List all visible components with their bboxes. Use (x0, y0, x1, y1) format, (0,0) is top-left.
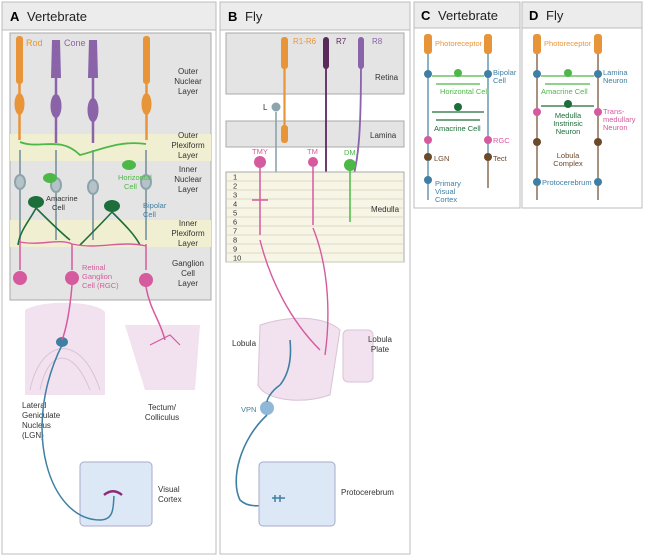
medulla-layer-number: 3 (233, 191, 237, 200)
horizontal-cell (19, 141, 147, 183)
fly-photoreceptors (281, 37, 364, 217)
tmy-label: TMY (252, 147, 268, 156)
d-amacrine-label: Amacrine Cell (541, 87, 588, 96)
medulla-layer-number: 5 (233, 209, 237, 218)
circuit-d (533, 34, 602, 200)
panel-a-letter: A (10, 9, 20, 24)
r1-r6-label: R1-R6 (293, 37, 317, 46)
ganglion-cells (13, 240, 153, 287)
medulla-label: Medulla (371, 205, 400, 214)
panel-d-title: Fly (546, 8, 564, 23)
retina-box (9, 32, 212, 301)
lobula-structure (257, 227, 374, 401)
tectum-structure (125, 286, 200, 390)
medulla-layer-number: 4 (233, 200, 237, 209)
lobula-label: Lobula (232, 339, 257, 348)
protocerebrum-structure (258, 461, 336, 527)
r8-label: R8 (372, 37, 383, 46)
circuit-c (424, 34, 492, 200)
visual-cortex-structure (41, 344, 153, 527)
panel-d-frame (521, 1, 643, 209)
r7-label: R7 (336, 37, 347, 46)
l-label: L (263, 103, 268, 112)
protocerebrum-label: Protocerebrum (341, 488, 394, 497)
c-horizontal-label: Horizontal Cell (440, 87, 489, 96)
tm-label: TM (307, 147, 318, 156)
rod-label: Rod (26, 38, 43, 48)
amacrine-cells (17, 196, 141, 246)
tectum-label: Tectum/Colliculus (145, 403, 179, 422)
panel-c-title: Vertebrate (438, 8, 498, 23)
c-amacrine-label: Amacrine Cell (434, 124, 481, 133)
lamina-label: Lamina (370, 131, 397, 140)
lgn-structure (25, 284, 105, 395)
panel-b-title: Fly (245, 9, 263, 24)
medulla-layer-number: 7 (233, 227, 237, 236)
retina-label: Retina (375, 73, 399, 82)
dm-label: DM (344, 148, 356, 157)
cone-label: Cone (64, 38, 86, 48)
d-photoreceptor-label: Photoreceptor (544, 39, 592, 48)
c-rgc-label: RGC (493, 136, 510, 145)
bipolar-cells (14, 150, 152, 240)
medulla-layer-number: 9 (233, 245, 237, 254)
c-photoreceptor-label: Photoreceptor (435, 39, 483, 48)
cone-photoreceptor-1 (50, 40, 62, 143)
medulla-layer-number: 8 (233, 236, 237, 245)
panel-d-letter: D (529, 8, 538, 23)
rod-photoreceptor-2 (141, 36, 152, 140)
fly-retina-box (225, 32, 405, 148)
c-lgn-label: LGN (434, 154, 449, 163)
medulla-layer-number: 6 (233, 218, 237, 227)
rod-photoreceptor-1 (14, 36, 25, 140)
cone-photoreceptor-2 (87, 40, 99, 143)
medulla-layer-number: 10 (233, 254, 241, 263)
panel-c-letter: C (421, 8, 431, 23)
vpn-label: VPN (241, 405, 256, 414)
panel-a-title: Vertebrate (27, 9, 87, 24)
medulla-neurons (252, 156, 356, 235)
medulla-layer-number: 1 (233, 173, 237, 182)
c-tect-label: Tect (493, 154, 508, 163)
d-protocerebrum-label: Protocerebrum (542, 178, 592, 187)
medulla-layer-number: 2 (233, 182, 237, 191)
panel-b-letter: B (228, 9, 237, 24)
